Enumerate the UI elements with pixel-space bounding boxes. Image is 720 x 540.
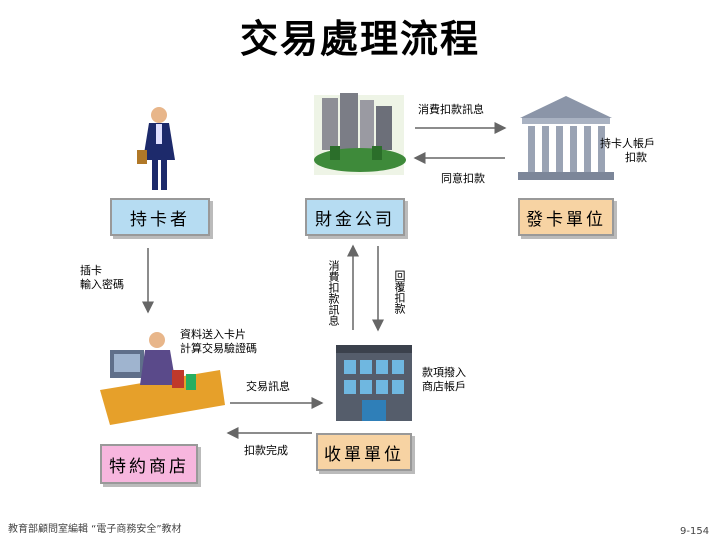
cardholder-box: 持卡者 bbox=[110, 198, 210, 236]
deposit-line1: 款項撥入 bbox=[422, 366, 466, 379]
acquirer-box: 收單單位 bbox=[316, 433, 412, 471]
send-card-label: 資料送入卡片 計算交易驗證碼 bbox=[180, 328, 257, 356]
finance-company-box: 財金公司 bbox=[305, 198, 405, 236]
deposit-line2: 商店帳戶 bbox=[422, 380, 466, 393]
send-card-line2: 計算交易驗證碼 bbox=[180, 342, 257, 355]
account-debit-line2: 扣款 bbox=[625, 151, 647, 164]
page-title: 交易處理流程 bbox=[239, 17, 480, 61]
insert-card-line1: 插卡 bbox=[80, 264, 102, 277]
city-icon bbox=[314, 93, 406, 175]
agree-debit-label: 同意扣款 bbox=[441, 172, 485, 185]
send-card-line1: 資料送入卡片 bbox=[180, 328, 246, 341]
vertical-debit-label: 消費扣款訊息 bbox=[327, 260, 340, 326]
trade-msg-label: 交易訊息 bbox=[246, 380, 290, 393]
insert-card-label: 插卡 輸入密碼 bbox=[80, 264, 124, 292]
businessman-icon bbox=[137, 107, 175, 190]
vertical-reply-label: 回覆扣款 bbox=[393, 270, 406, 314]
merchant-box: 特約商店 bbox=[100, 444, 198, 484]
bank-icon bbox=[518, 96, 614, 180]
footer-source: 教育部顧問室編輯 “電子商務安全”教材 bbox=[8, 524, 182, 535]
deposit-label: 款項撥入 商店帳戶 bbox=[422, 366, 466, 394]
office-building-icon bbox=[336, 345, 412, 421]
page-number: 9-154 bbox=[680, 526, 710, 537]
debit-msg-label: 消費扣款訊息 bbox=[418, 103, 484, 116]
account-debit-line1: 持卡人帳戶 bbox=[600, 137, 655, 150]
insert-card-line2: 輸入密碼 bbox=[80, 278, 124, 291]
debit-done-label: 扣款完成 bbox=[244, 444, 288, 457]
merchant-terminal-icon bbox=[100, 332, 225, 425]
account-debit-label: 持卡人帳戶 扣款 bbox=[600, 137, 655, 165]
issuer-box: 發卡單位 bbox=[518, 198, 614, 236]
